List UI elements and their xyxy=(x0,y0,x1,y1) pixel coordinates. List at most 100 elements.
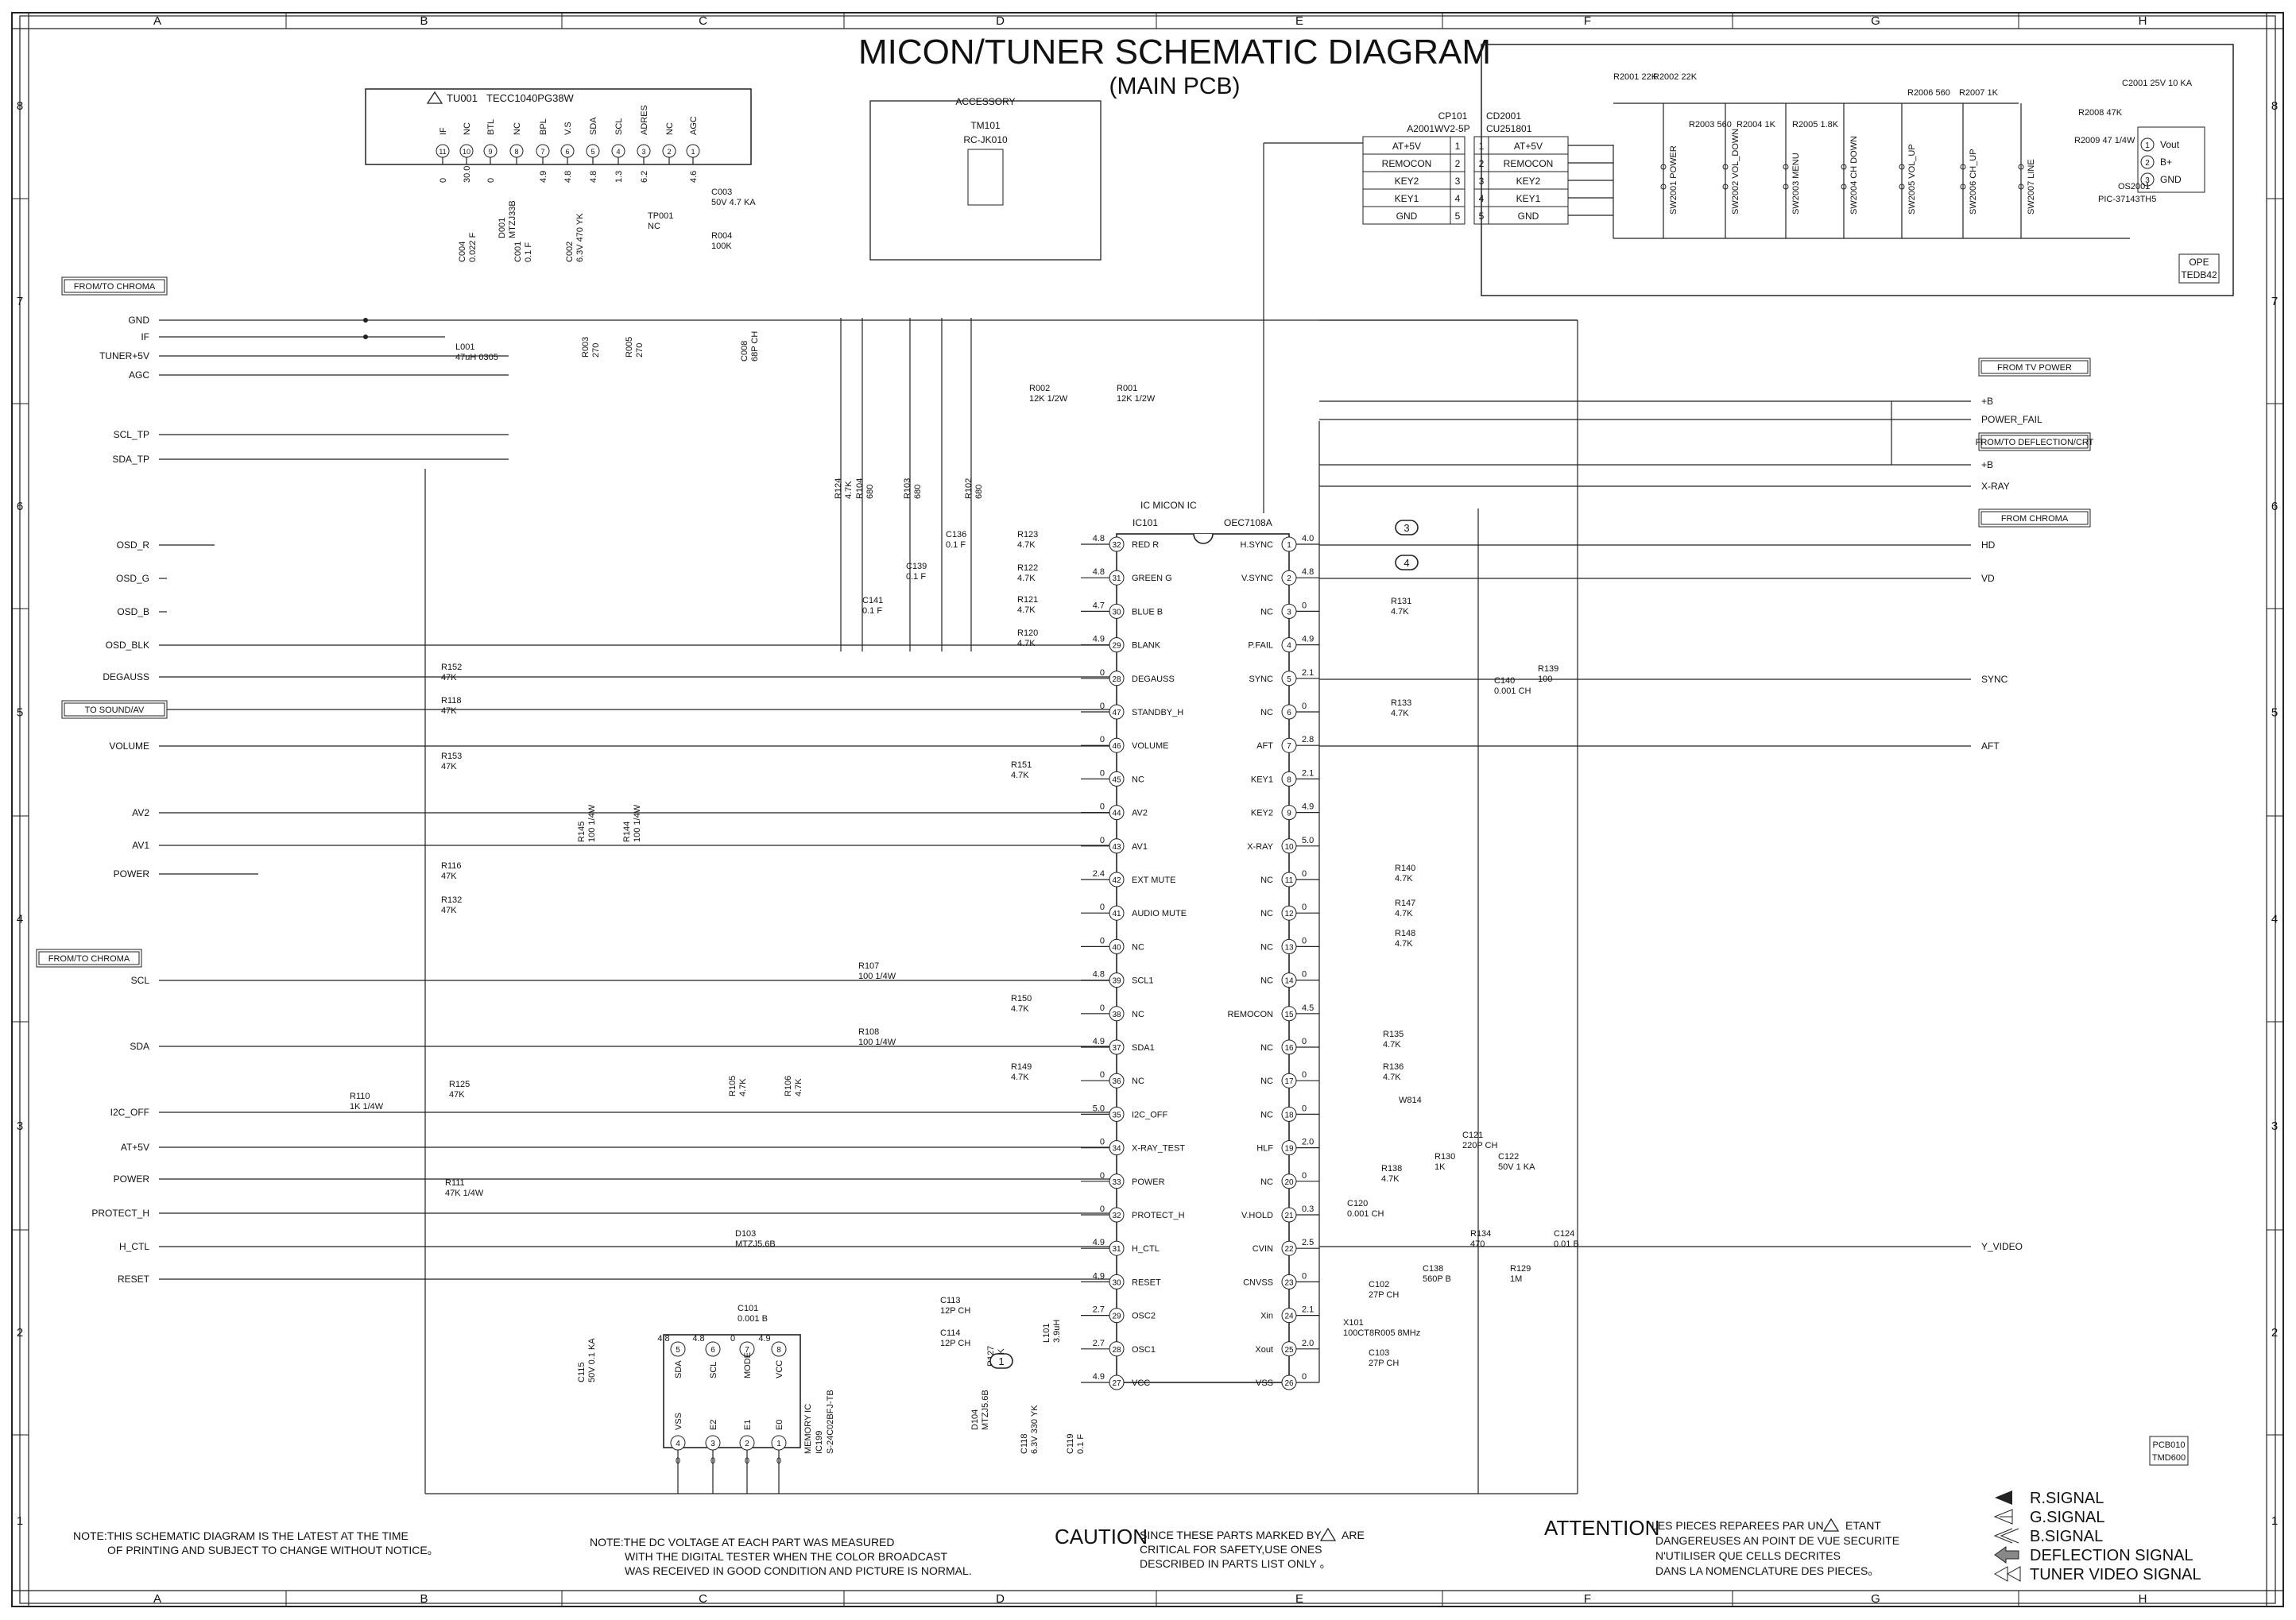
ic101-right-pin-name: KEY2 xyxy=(1251,809,1273,818)
ic101-left-pin-name: OSC2 xyxy=(1132,1312,1156,1321)
part-ref: R139 xyxy=(1538,664,1558,674)
tuner-pin-number: 4 xyxy=(616,148,620,156)
left-signal-label: OSD_BLK xyxy=(106,640,149,651)
ope-ref: OPE xyxy=(2189,257,2209,268)
left-signal-label: AGC xyxy=(129,369,149,381)
note2-line3: WAS RECEIVED IN GOOD CONDITION AND PICTU… xyxy=(625,1564,972,1577)
switch-label-wrap: SW2005 VOL_UP xyxy=(1907,144,1917,215)
ic101-right-pin-name: CVIN xyxy=(1253,1244,1273,1254)
caution-line3: DESCRIBED IN PARTS LIST ONLY 。 xyxy=(1140,1557,1331,1570)
ic101-left-pin-voltage: 4.8 xyxy=(1093,567,1105,577)
part-ref: R134 xyxy=(1470,1229,1491,1239)
switch-label: SW2004 CH DOWN xyxy=(1849,136,1859,215)
part-value: 3.9uH xyxy=(1052,1320,1062,1343)
part-value: 0.1 F xyxy=(946,540,966,550)
left-signal-label: DEGAUSS xyxy=(103,671,149,682)
ic101-title: IC MICON IC xyxy=(1140,500,1197,511)
tuner-pin-name: NC xyxy=(513,122,522,135)
tuner-pin-number: 6 xyxy=(565,148,569,156)
ic101-right-pin-num: 7 xyxy=(1287,742,1291,751)
part-value: 4.7K xyxy=(1017,574,1036,583)
part-value: 4.7K xyxy=(794,1078,803,1096)
part-value: 27P CH xyxy=(1369,1290,1399,1300)
row-label-right: 1 xyxy=(2271,1514,2278,1528)
left-group-box-label: FROM/TO CHROMA xyxy=(74,282,156,292)
cp101-pin-name: GND xyxy=(1396,211,1418,222)
ic101-right-pin-num: 9 xyxy=(1287,810,1291,818)
part-value: 270 xyxy=(635,343,645,358)
ic101-right-pin-circle xyxy=(1281,1374,1297,1390)
attention-line4: DANS LA NOMENCLATURE DES PIECES。 xyxy=(1655,1564,1879,1577)
ic101-left-pin-num: 44 xyxy=(1112,810,1121,818)
right-group-box-inner xyxy=(1980,435,2089,449)
part-ref: W814 xyxy=(1399,1096,1422,1105)
ic101-left-pin-num: 33 xyxy=(1112,1178,1121,1187)
part-ref: R147 xyxy=(1395,899,1415,908)
part-ref: R108 xyxy=(858,1027,879,1037)
legend-label: TUNER VIDEO SIGNAL xyxy=(2030,1566,2201,1583)
ic101-left-pin-voltage: 5.0 xyxy=(1093,1104,1105,1113)
left-group-box-inner xyxy=(64,702,165,717)
ic101-left-pin-circle xyxy=(1109,838,1125,854)
part-value: 4.7K xyxy=(1395,874,1413,883)
part-ref: L001 xyxy=(455,342,474,352)
left-signal-label: SDA_TP xyxy=(112,454,149,465)
ic199-part: S-24C02BFJ-TB xyxy=(826,1390,835,1454)
left-signal-label: POWER xyxy=(114,1173,150,1185)
tuner-pin-name: SDA xyxy=(589,117,598,135)
ic101-right-pin-circle xyxy=(1281,938,1297,954)
ic101-left-pin-voltage: 0 xyxy=(1100,836,1105,845)
left-group-box-inner xyxy=(64,279,165,293)
ic101-left-pin-name: NC xyxy=(1132,1077,1144,1086)
column-label-bottom: E xyxy=(1295,1592,1303,1606)
ic101-right-pin-voltage: 2.0 xyxy=(1302,1138,1314,1147)
ic101-right-pin-voltage: 2.1 xyxy=(1302,1305,1314,1315)
part-ref: R150 xyxy=(1011,994,1032,1003)
part-ref: X101 xyxy=(1343,1318,1364,1328)
column-label-bottom: C xyxy=(699,1592,707,1606)
part-ref: L101 xyxy=(1042,1324,1051,1343)
ic101-left-pin-num: 29 xyxy=(1112,1313,1121,1321)
tuner-voltage-wrap: 30.0 xyxy=(463,166,472,183)
ic101-right-pin-num: 26 xyxy=(1284,1379,1294,1388)
part-value: 220P CH xyxy=(1462,1141,1497,1150)
left-signal-label: POWER xyxy=(114,868,150,880)
part-value: 4.7K xyxy=(1395,939,1413,949)
accessory-ref: TM101 xyxy=(970,120,1001,131)
tuner-ref: TU001 xyxy=(447,92,478,104)
ic101-left-pin-name: BLANK xyxy=(1132,641,1161,651)
column-label-top: F xyxy=(1584,14,1591,28)
ic101-right-pin-num: 12 xyxy=(1284,910,1294,918)
part-value: 4.7K xyxy=(1381,1174,1400,1184)
ic101-right-pin-num: 22 xyxy=(1284,1245,1294,1254)
ic101-right-pin-name: H.SYNC xyxy=(1240,540,1273,550)
part-ref: C124 xyxy=(1554,1229,1574,1239)
notes: NOTE:THIS SCHEMATIC DIAGRAM IS THE LATES… xyxy=(73,1516,1899,1577)
ic101-right-pin-voltage: 4.9 xyxy=(1302,635,1314,644)
accessory-title: ACCESSORY xyxy=(955,96,1015,107)
marker-tag xyxy=(1395,520,1419,535)
ic101-right-pin-circle xyxy=(1281,905,1297,921)
part-ref: R107 xyxy=(858,961,879,971)
part-ref: R148 xyxy=(1395,929,1415,938)
part-value: 12P CH xyxy=(940,1306,970,1316)
ic101-right-pin-num: 15 xyxy=(1284,1011,1294,1019)
right-signal-label: X-RAY xyxy=(1981,481,2010,492)
ic101-left-pin-circle xyxy=(1109,905,1125,921)
caution-warning-icon xyxy=(1319,1527,1337,1541)
part-value: 47K xyxy=(441,906,457,915)
ic101-left-pin-circle xyxy=(1109,1374,1125,1390)
ope-resistor-label: R2009 47 1/4W xyxy=(2074,136,2135,145)
part-ref: TP001 xyxy=(648,211,673,221)
part-ref: R002 xyxy=(1029,384,1050,393)
